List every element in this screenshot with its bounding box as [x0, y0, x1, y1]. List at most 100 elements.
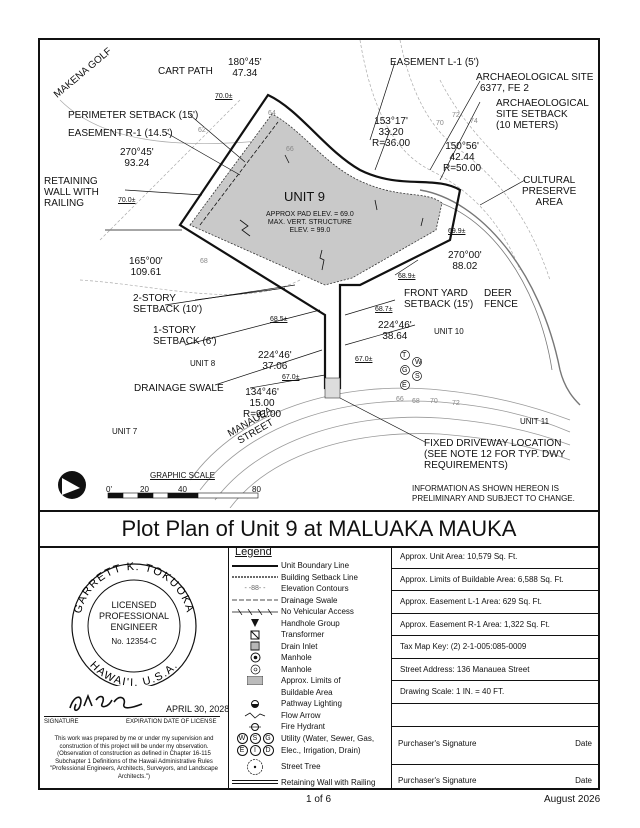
- utility-letter-s: S: [415, 373, 420, 380]
- info-street-address: Street Address: 136 Manauea Street: [392, 659, 598, 681]
- scale-tick-80: 80: [252, 485, 261, 494]
- legend-item-utility: W S G Utility (Water, Sewer, Gas,: [229, 733, 391, 745]
- info-easement-r1: Approx. Easement R-1 Area: 1,322 Sq. Ft.: [392, 614, 598, 636]
- legend-item-setback: Building Setback Line: [232, 572, 358, 582]
- elev-5: 68.7±: [375, 306, 393, 313]
- contour-74: 74: [470, 118, 478, 125]
- engineer-seal-block: GARRETT K. TOKUOKA HAWAI'I, U.S.A. LICEN…: [40, 546, 230, 790]
- cart-path-label: CART PATH: [158, 66, 213, 77]
- flow-arrows: [239, 154, 424, 271]
- elev-4: 68.9±: [398, 273, 416, 280]
- graphic-scale-label: GRAPHIC SCALE: [150, 471, 215, 480]
- signature-icon: [69, 693, 143, 712]
- expiration-label: EXPIRATION DATE OF LICENSE: [126, 719, 217, 725]
- utility-letter-e: E: [402, 382, 407, 389]
- contour-70: 70: [436, 120, 444, 127]
- elev-7: 67.0±: [355, 356, 373, 363]
- drainage-swale-label: DRAINAGE SWALE: [134, 383, 224, 394]
- unit-10-label: UNIT 10: [434, 327, 464, 336]
- legend-item-contours: - - 88 - -Elevation Contours: [244, 584, 349, 594]
- legend-panel: Legend Unit Boundary Line Building Setba…: [228, 546, 392, 790]
- signature-label: SIGNATURE: [44, 719, 79, 725]
- contour-68: 68: [200, 258, 208, 265]
- scale-tick-40: 40: [178, 485, 187, 494]
- unit-8-label: UNIT 8: [190, 359, 216, 368]
- perimeter-setback-label: PERIMETER SETBACK (15'): [68, 110, 199, 121]
- contour-66: 66: [286, 146, 294, 153]
- cart-path: [59, 99, 271, 144]
- bearing-7: 224°46'38.64: [378, 320, 412, 342]
- easement-l1-label: EASEMENT L-1 (5'): [390, 57, 479, 68]
- license-date: APRIL 30, 2028: [166, 704, 230, 714]
- elev-3: 69.9±: [448, 228, 466, 235]
- scale-tick-20: 20: [140, 485, 149, 494]
- legend-item-handhole: Handhole Group: [229, 618, 391, 630]
- bearing-5: 270°00'88.02: [448, 250, 482, 272]
- legend-item-manhole-1: Manhole: [229, 652, 391, 664]
- elev-8: 67.0±: [282, 374, 300, 381]
- legend-item-street-tree: Street Tree: [229, 757, 391, 777]
- deer-fence-line: [419, 189, 581, 406]
- info-drawing-scale: Drawing Scale: 1 IN. = 40 FT.: [392, 681, 598, 704]
- legend-item-drainage-swale: Drainage Swale: [232, 595, 338, 605]
- svg-text:HAWAI'I, U.S.A.: HAWAI'I, U.S.A.: [87, 659, 180, 686]
- site-plan-map: [58, 40, 581, 508]
- contour-62: 62: [198, 127, 206, 134]
- info-tax-map-key: Tax Map Key: (2) 2-1-005:085-0009: [392, 636, 598, 659]
- legend-item-no-access: No Vehicular Access: [229, 606, 391, 618]
- legend-item-retaining-wall: Retaining Wall with Railing: [232, 777, 376, 787]
- info-buildable-area: Approx. Limits of Buildable Area: 6,588 …: [392, 569, 598, 591]
- legend-item-utility-2: E I D Elec., Irrigation, Drain): [229, 745, 391, 757]
- info-easement-l1: Approx. Easement L-1 Area: 629 Sq. Ft.: [392, 591, 598, 614]
- utility-letter-g: G: [402, 367, 408, 374]
- contour-66b: 66: [396, 396, 404, 403]
- legend-item-transformer: Transformer: [229, 629, 391, 641]
- legend-item-buildable-2: Buildable Area: [281, 687, 333, 697]
- unit-7-label: UNIT 7: [112, 427, 138, 436]
- leader-lines: [105, 61, 526, 443]
- bearing-6: 165°00'109.61: [129, 256, 163, 278]
- buildable-area: [189, 113, 443, 286]
- issue-date: August 2026: [544, 794, 601, 805]
- legend-item-flow-arrow: Flow Arrow: [229, 710, 391, 722]
- legend-item-fire-hydrant: Fire Hydrant: [229, 721, 391, 733]
- utility-letter-w: W: [415, 359, 422, 366]
- easement-r1-label: EASEMENT R-1 (14.5'): [68, 128, 173, 139]
- scale-tick-0: 0': [106, 485, 112, 494]
- elev-2: 70.0±: [118, 197, 136, 204]
- legend-title: Legend: [235, 546, 272, 558]
- contour-72b: 72: [452, 400, 460, 407]
- utility-letter-t: T: [402, 352, 407, 359]
- unit-9-boundary: [178, 93, 462, 390]
- legend-item-boundary: Unit Boundary Line: [232, 561, 350, 571]
- graphic-scale-bar: [107, 492, 259, 499]
- bearing-1: 180°45'47.34: [228, 57, 262, 79]
- elev-6: 68.5±: [270, 316, 288, 323]
- seal-number: No. 12354-C: [111, 637, 157, 646]
- contour-72: 72: [452, 112, 460, 119]
- bearing-8: 224°46'37.06: [258, 350, 292, 372]
- page-number: 1 of 6: [306, 794, 332, 805]
- page-title: Plot Plan of Unit 9 at MALUAKA MAUKA: [40, 510, 598, 548]
- engineer-seal-icon: GARRETT K. TOKUOKA HAWAI'I, U.S.A.: [71, 561, 197, 686]
- drawing-frame: [38, 38, 600, 790]
- unit-11-label: UNIT 11: [520, 417, 550, 426]
- info-table: Approx. Unit Area: 10,579 Sq. Ft. Approx…: [392, 546, 598, 704]
- engineer-statement: This work was prepared by me or under my…: [50, 736, 218, 780]
- legend-item-drain-inlet: Drain Inlet: [229, 641, 391, 653]
- driveway-box: [324, 377, 341, 399]
- legend-item-manhole-2: Manhole: [229, 664, 391, 676]
